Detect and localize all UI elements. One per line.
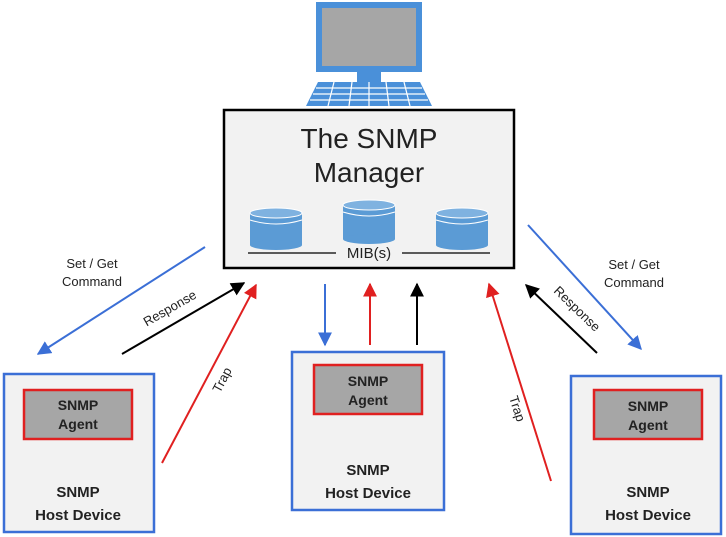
response-label-left: Response [141, 287, 199, 329]
host-label-line2: Host Device [605, 507, 691, 524]
host-device-right: SNMP Agent SNMP Host Device [569, 374, 723, 536]
host-label-line2: Host Device [35, 507, 121, 524]
snmp-agent-left [22, 388, 134, 441]
response-label-right: Response [551, 283, 604, 334]
agent-label-line1: SNMP [348, 373, 388, 389]
host-label-line1: SNMP [346, 462, 389, 479]
agent-label-line1: SNMP [58, 397, 98, 413]
agent-label-line2: Agent [58, 416, 98, 432]
host-label-line1: SNMP [56, 484, 99, 501]
set-get-label-left-line2: Command [62, 274, 122, 289]
response-arrow-left [121, 282, 246, 355]
snmp-manager-box: The SNMP Manager MIB(s) [222, 108, 516, 270]
mib-label: MIB(s) [347, 245, 391, 262]
set-get-arrow-right [527, 224, 642, 351]
trap-arrow-right [486, 282, 552, 482]
response-arrow-right [524, 284, 598, 354]
trap-label-left: Trap [209, 365, 235, 395]
database-icon [342, 199, 396, 244]
set-get-label-right-line1: Set / Get [608, 257, 660, 272]
host-device-middle: SNMP Agent SNMP Host Device [290, 350, 446, 512]
manager-title-line2: Manager [314, 157, 425, 188]
host-label-line2: Host Device [325, 485, 411, 502]
trap-arrow-left [161, 283, 257, 464]
snmp-agent-middle [312, 363, 424, 416]
host-label-line1: SNMP [626, 484, 669, 501]
database-icon [249, 207, 303, 250]
computer-icon [306, 2, 432, 107]
host-device-left: SNMP Agent SNMP Host Device [2, 372, 156, 534]
set-get-arrow-left [36, 246, 206, 355]
snmp-agent-right [592, 388, 704, 441]
database-icon [435, 207, 489, 250]
manager-title-line1: The SNMP [301, 123, 438, 154]
agent-label-line2: Agent [628, 417, 668, 433]
agent-label-line1: SNMP [628, 398, 668, 414]
set-get-label-right-line2: Command [604, 275, 664, 290]
agent-label-line2: Agent [348, 392, 388, 408]
set-get-label-left-line1: Set / Get [66, 256, 118, 271]
